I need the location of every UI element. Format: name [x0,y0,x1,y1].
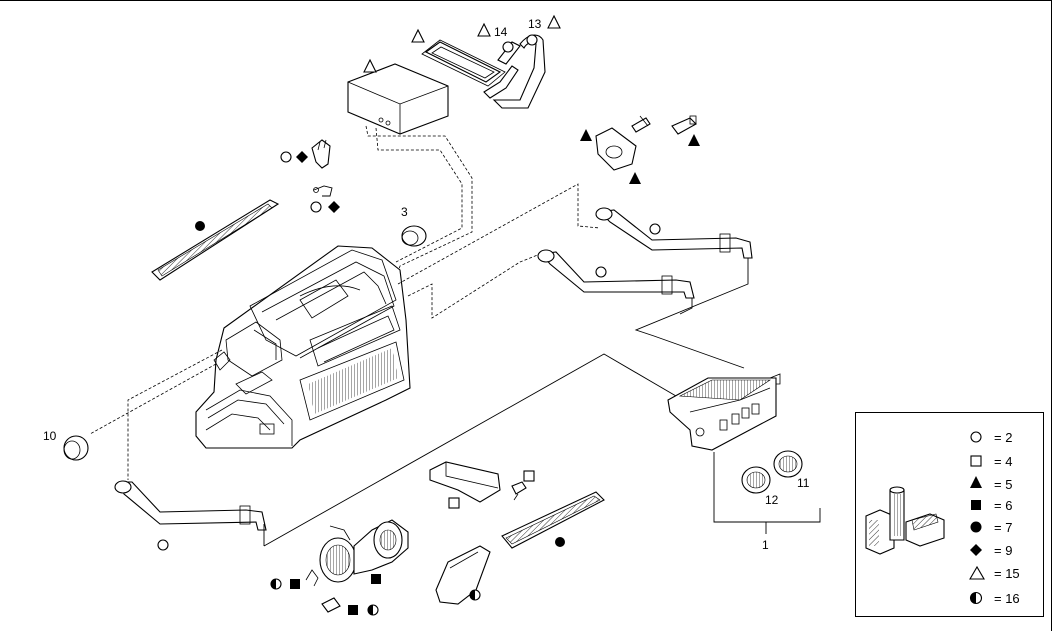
marker-open-circle [280,151,292,163]
marker-open-circle [157,539,169,551]
knob-11 [773,450,803,478]
marker-filled-diamond [296,151,308,163]
legend-open-square-icon [970,455,982,467]
legend-filled-diamond-icon [970,544,982,556]
leader-hose-to-control-c [263,353,677,547]
marker-half-circle [367,604,379,616]
marker-filled-circle [555,537,565,547]
air-flap-part [501,491,605,549]
grommet-10 [63,435,89,461]
legend-box: = 2 = 4 = 5 = 6 = 7 = 9 = 15 [855,412,1044,617]
small-screw-lower [511,481,527,501]
marker-half-circle [270,578,282,590]
temp-sensor-part [311,139,331,169]
blower-fan [319,519,409,583]
screw-part [631,115,651,133]
heater-hoses-13-14 [483,34,546,109]
marker-open-circle [649,223,661,235]
resistor-module [429,461,501,503]
marker-filled-square [371,574,381,584]
legend-text-16: = 16 [994,591,1020,606]
marker-filled-triangle [580,129,592,141]
legend-open-circle-icon [970,431,982,443]
legend-filled-circle-icon [970,521,982,533]
blower-screw [321,597,341,613]
callout-10: 10 [43,429,57,443]
legend-text-15: = 15 [994,566,1020,581]
legend-open-triangle-icon [969,565,985,580]
markers [157,14,700,616]
legend-row-6: = 6 [971,498,1012,513]
legend-text-2: = 2 [994,430,1012,445]
leader-housing-grommet-10 [89,363,217,435]
marker-filled-triangle [688,134,700,146]
legend-row-7: = 7 [970,520,1012,535]
bracket-callout-1 [713,452,821,523]
legend-row-9: = 9 [970,543,1012,558]
hvac-housing [195,245,411,449]
marker-open-square [448,497,460,509]
callout-1: 1 [762,538,769,552]
callout-14: 14 [494,25,508,39]
marker-half-circle [469,589,481,601]
leader-heater-core [365,125,473,273]
leader-heater-core-2 [375,127,463,263]
water-hose-middle [537,249,695,299]
marker-filled-triangle [629,172,641,184]
water-hose-lower [114,480,267,531]
legend-text-6: = 6 [994,498,1012,513]
leader-hose-to-control-b [679,298,693,315]
legend-text-5: = 5 [994,477,1012,492]
marker-open-triangle [363,58,377,73]
leader-hose-to-control-a [634,258,749,369]
legend-filled-square-icon [971,500,981,510]
leader-housing-hose-c [127,349,223,480]
marker-filled-diamond [328,201,340,213]
legend-row-15: = 15 [969,565,1020,581]
marker-open-square [523,470,535,482]
marker-open-circle [595,266,607,278]
knob-12 [741,466,771,494]
leader-housing-hose-a [397,183,601,285]
callout-11: 11 [797,476,810,490]
legend-row-5: = 5 [970,476,1012,492]
callout-13: 13 [528,17,542,31]
callout-3: 3 [401,205,408,219]
actuator-module [595,127,637,171]
heater-core [347,63,449,135]
legend-row-2: = 2 [970,430,1012,445]
marker-filled-square [290,579,300,589]
pollen-filter-part [151,199,280,281]
water-hose-upper [595,207,753,259]
sensor-clip-part [313,185,333,197]
heater-core-gasket [421,39,506,87]
leader-housing-hose-b [407,253,541,319]
connector-part [671,115,697,135]
legend-illustration [865,486,945,555]
blower-bracket [305,569,319,587]
legend-half-circle-icon [969,591,983,605]
legend-row-4: = 4 [970,454,1012,469]
marker-open-circle [310,201,322,213]
marker-filled-circle [195,221,205,231]
legend-filled-triangle-icon [970,476,982,488]
marker-open-triangle [477,22,491,37]
marker-open-triangle [547,14,561,29]
marker-filled-square [348,605,358,615]
climate-control-panel [667,373,781,451]
legend-text-4: = 4 [994,454,1012,469]
legend-text-7: = 7 [994,520,1012,535]
air-duct-part [435,545,491,605]
legend-row-16: = 16 [969,591,1020,606]
grommet-3 [401,225,427,247]
callout-12: 12 [765,493,779,507]
legend-text-9: = 9 [994,543,1012,558]
marker-open-triangle [411,28,425,43]
